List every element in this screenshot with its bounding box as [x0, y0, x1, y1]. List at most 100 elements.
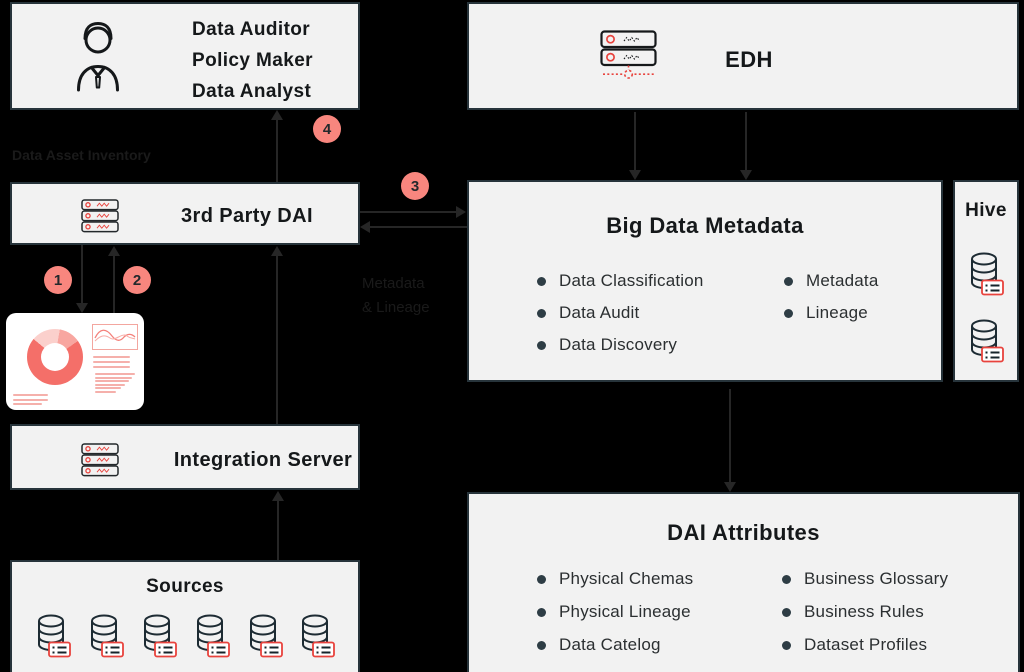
- bullet-dot-icon: [784, 276, 793, 286]
- bigdata-bullets-left: Data Classification Data Audit Data Disc…: [537, 271, 704, 355]
- bullet-dot-icon: [782, 640, 791, 650]
- step-badge-1: 1: [44, 266, 72, 294]
- server-stack-icon: [81, 443, 119, 477]
- step-badge-4: 4: [313, 115, 341, 143]
- bigdata-metadata-box: Big Data Metadata Data Classification Da…: [467, 180, 943, 382]
- text-line: [95, 390, 116, 393]
- database-icon: [301, 614, 335, 658]
- bullet-item: Physical Lineage: [537, 602, 693, 622]
- bullet-label: Data Catelog: [559, 635, 661, 654]
- text-line: [95, 387, 121, 389]
- donut-chart-icon: [27, 329, 83, 385]
- bullet-item: Data Audit: [537, 303, 704, 323]
- users-box: Data Auditor Policy Maker Data Analyst: [10, 2, 360, 110]
- integration-server-box: Integration Server: [10, 424, 360, 490]
- edh-label: EDH: [725, 47, 773, 72]
- connector-edh-to-bigdata-right: [745, 112, 747, 171]
- text-line: [93, 356, 130, 358]
- database-icon: [970, 252, 1004, 296]
- bullet-label: Data Discovery: [559, 335, 678, 354]
- dai-label: 3rd Party DAI: [181, 205, 313, 227]
- dai-attributes-box: DAI Attributes Physical Chemas Physical …: [467, 492, 1020, 672]
- connector-integration-to-dai: [276, 256, 278, 424]
- dai-box: 3rd Party DAI: [10, 182, 360, 245]
- bullet-label: Data Classification: [559, 271, 704, 290]
- text-line: [95, 383, 125, 386]
- bullet-dot-icon: [782, 607, 791, 617]
- bullet-dot-icon: [537, 640, 546, 650]
- arrowhead-down-icon: [629, 170, 641, 180]
- arrowhead-down-icon: [740, 170, 752, 180]
- user-roles: Data Auditor Policy Maker Data Analyst: [192, 14, 313, 107]
- arrowhead-up-icon: [271, 110, 283, 120]
- report-dashboard-card: [6, 313, 144, 410]
- bullet-item: Metadata: [784, 271, 878, 291]
- connector-bigdata-to-dai-attributes: [729, 389, 731, 483]
- database-icon: [143, 614, 177, 658]
- bullet-dot-icon: [537, 574, 546, 584]
- database-icon: [196, 614, 230, 658]
- bullet-dot-icon: [537, 340, 546, 350]
- bullet-item: Business Glossary: [782, 569, 948, 589]
- arrowhead-up-icon: [108, 246, 120, 256]
- bullet-label: Data Audit: [559, 303, 640, 322]
- sources-title: Sources: [146, 576, 224, 597]
- text-line: [95, 380, 129, 382]
- bullet-dot-icon: [537, 607, 546, 617]
- arrowhead-up-icon: [272, 491, 284, 501]
- bullet-item: Business Rules: [782, 602, 948, 622]
- person-icon: [77, 22, 119, 92]
- step-badge-3: 3: [401, 172, 429, 200]
- role-data-analyst: Data Analyst: [192, 81, 312, 102]
- bullet-dot-icon: [537, 308, 546, 318]
- edh-cluster-icon: [600, 30, 657, 79]
- donut-hole: [41, 343, 69, 371]
- arrow3-label-line1: Metadata: [362, 275, 425, 292]
- text-line: [93, 366, 130, 368]
- bullet-item: Physical Chemas: [537, 569, 693, 589]
- bullet-dot-icon: [784, 308, 793, 318]
- arrowhead-down-icon: [724, 482, 736, 492]
- connector-bigdata-to-dai: [370, 226, 467, 228]
- text-line: [95, 373, 135, 375]
- bullet-label: Business Rules: [804, 602, 924, 621]
- connector-dai-to-bigdata: [360, 211, 457, 213]
- database-icon: [37, 614, 71, 658]
- bigdata-bullets-right: Metadata Lineage: [784, 271, 878, 323]
- bigdata-metadata-title: Big Data Metadata: [606, 213, 804, 238]
- bullet-item: Data Catelog: [537, 635, 693, 655]
- database-icon: [970, 319, 1004, 363]
- dai-attr-bullets-right: Business Glossary Business Rules Dataset…: [782, 569, 948, 655]
- role-policy-maker: Policy Maker: [192, 50, 313, 71]
- connector-dai-to-report: [81, 245, 83, 304]
- text-line: [13, 394, 48, 396]
- bullet-label: Business Glossary: [804, 569, 949, 588]
- arrowhead-down-icon: [76, 303, 88, 313]
- database-icon: [90, 614, 124, 658]
- bullet-item: Lineage: [784, 303, 878, 323]
- bullet-item: Dataset Profiles: [782, 635, 948, 655]
- server-stack-icon: [81, 199, 119, 233]
- arrowhead-up-icon: [271, 246, 283, 256]
- arrowhead-right-icon: [456, 206, 466, 218]
- bullet-label: Metadata: [806, 271, 879, 290]
- integration-server-label: Integration Server: [173, 449, 353, 471]
- role-data-auditor: Data Auditor: [192, 19, 311, 40]
- left-column-caption: Data Asset Inventory: [12, 147, 151, 163]
- connector-dai-to-users: [276, 119, 278, 182]
- sources-box: Sources: [10, 560, 360, 672]
- bullet-item: Data Classification: [537, 271, 704, 291]
- bullet-label: Physical Chemas: [559, 569, 694, 588]
- connector-sources-to-integration: [277, 501, 279, 560]
- bullet-label: Lineage: [806, 303, 868, 322]
- bullet-dot-icon: [782, 574, 791, 584]
- text-line: [93, 361, 130, 363]
- dai-attr-bullets-left: Physical Chemas Physical Lineage Data Ca…: [537, 569, 693, 655]
- text-line: [13, 403, 42, 405]
- arrowhead-left-icon: [360, 221, 370, 233]
- connector-edh-to-bigdata-left: [634, 112, 636, 171]
- bullet-item: Data Discovery: [537, 335, 704, 355]
- bullet-dot-icon: [537, 276, 546, 286]
- bullet-label: Dataset Profiles: [804, 635, 928, 654]
